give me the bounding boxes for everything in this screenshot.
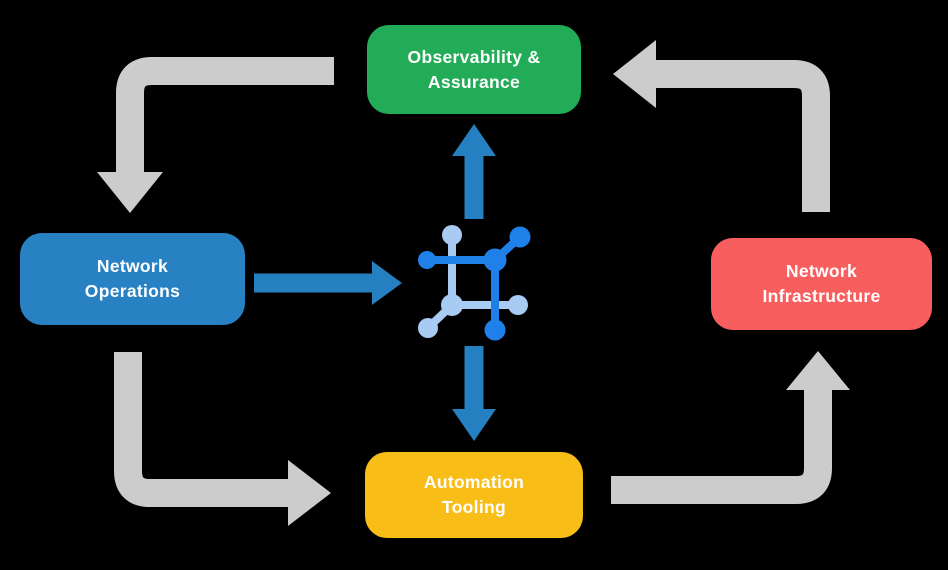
arrow-icon-to-automation: [452, 346, 496, 441]
arrow-operations-to-automation: [114, 352, 331, 526]
arrow-operations-to-icon: [254, 261, 402, 305]
arrow-automation-to-infrastructure: [611, 351, 850, 504]
arrow-observability-to-operations: [97, 57, 334, 213]
node-automation-tooling: Automation Tooling: [365, 452, 583, 538]
arrow-infrastructure-to-observability: [613, 40, 830, 212]
arrow-icon-to-observability: [452, 124, 496, 219]
node-observability-assurance: Observability & Assurance: [367, 25, 581, 114]
network-mesh-icon: [418, 225, 531, 341]
node-network-operations: Network Operations: [20, 233, 245, 325]
node-network-infrastructure: Network Infrastructure: [711, 238, 932, 330]
